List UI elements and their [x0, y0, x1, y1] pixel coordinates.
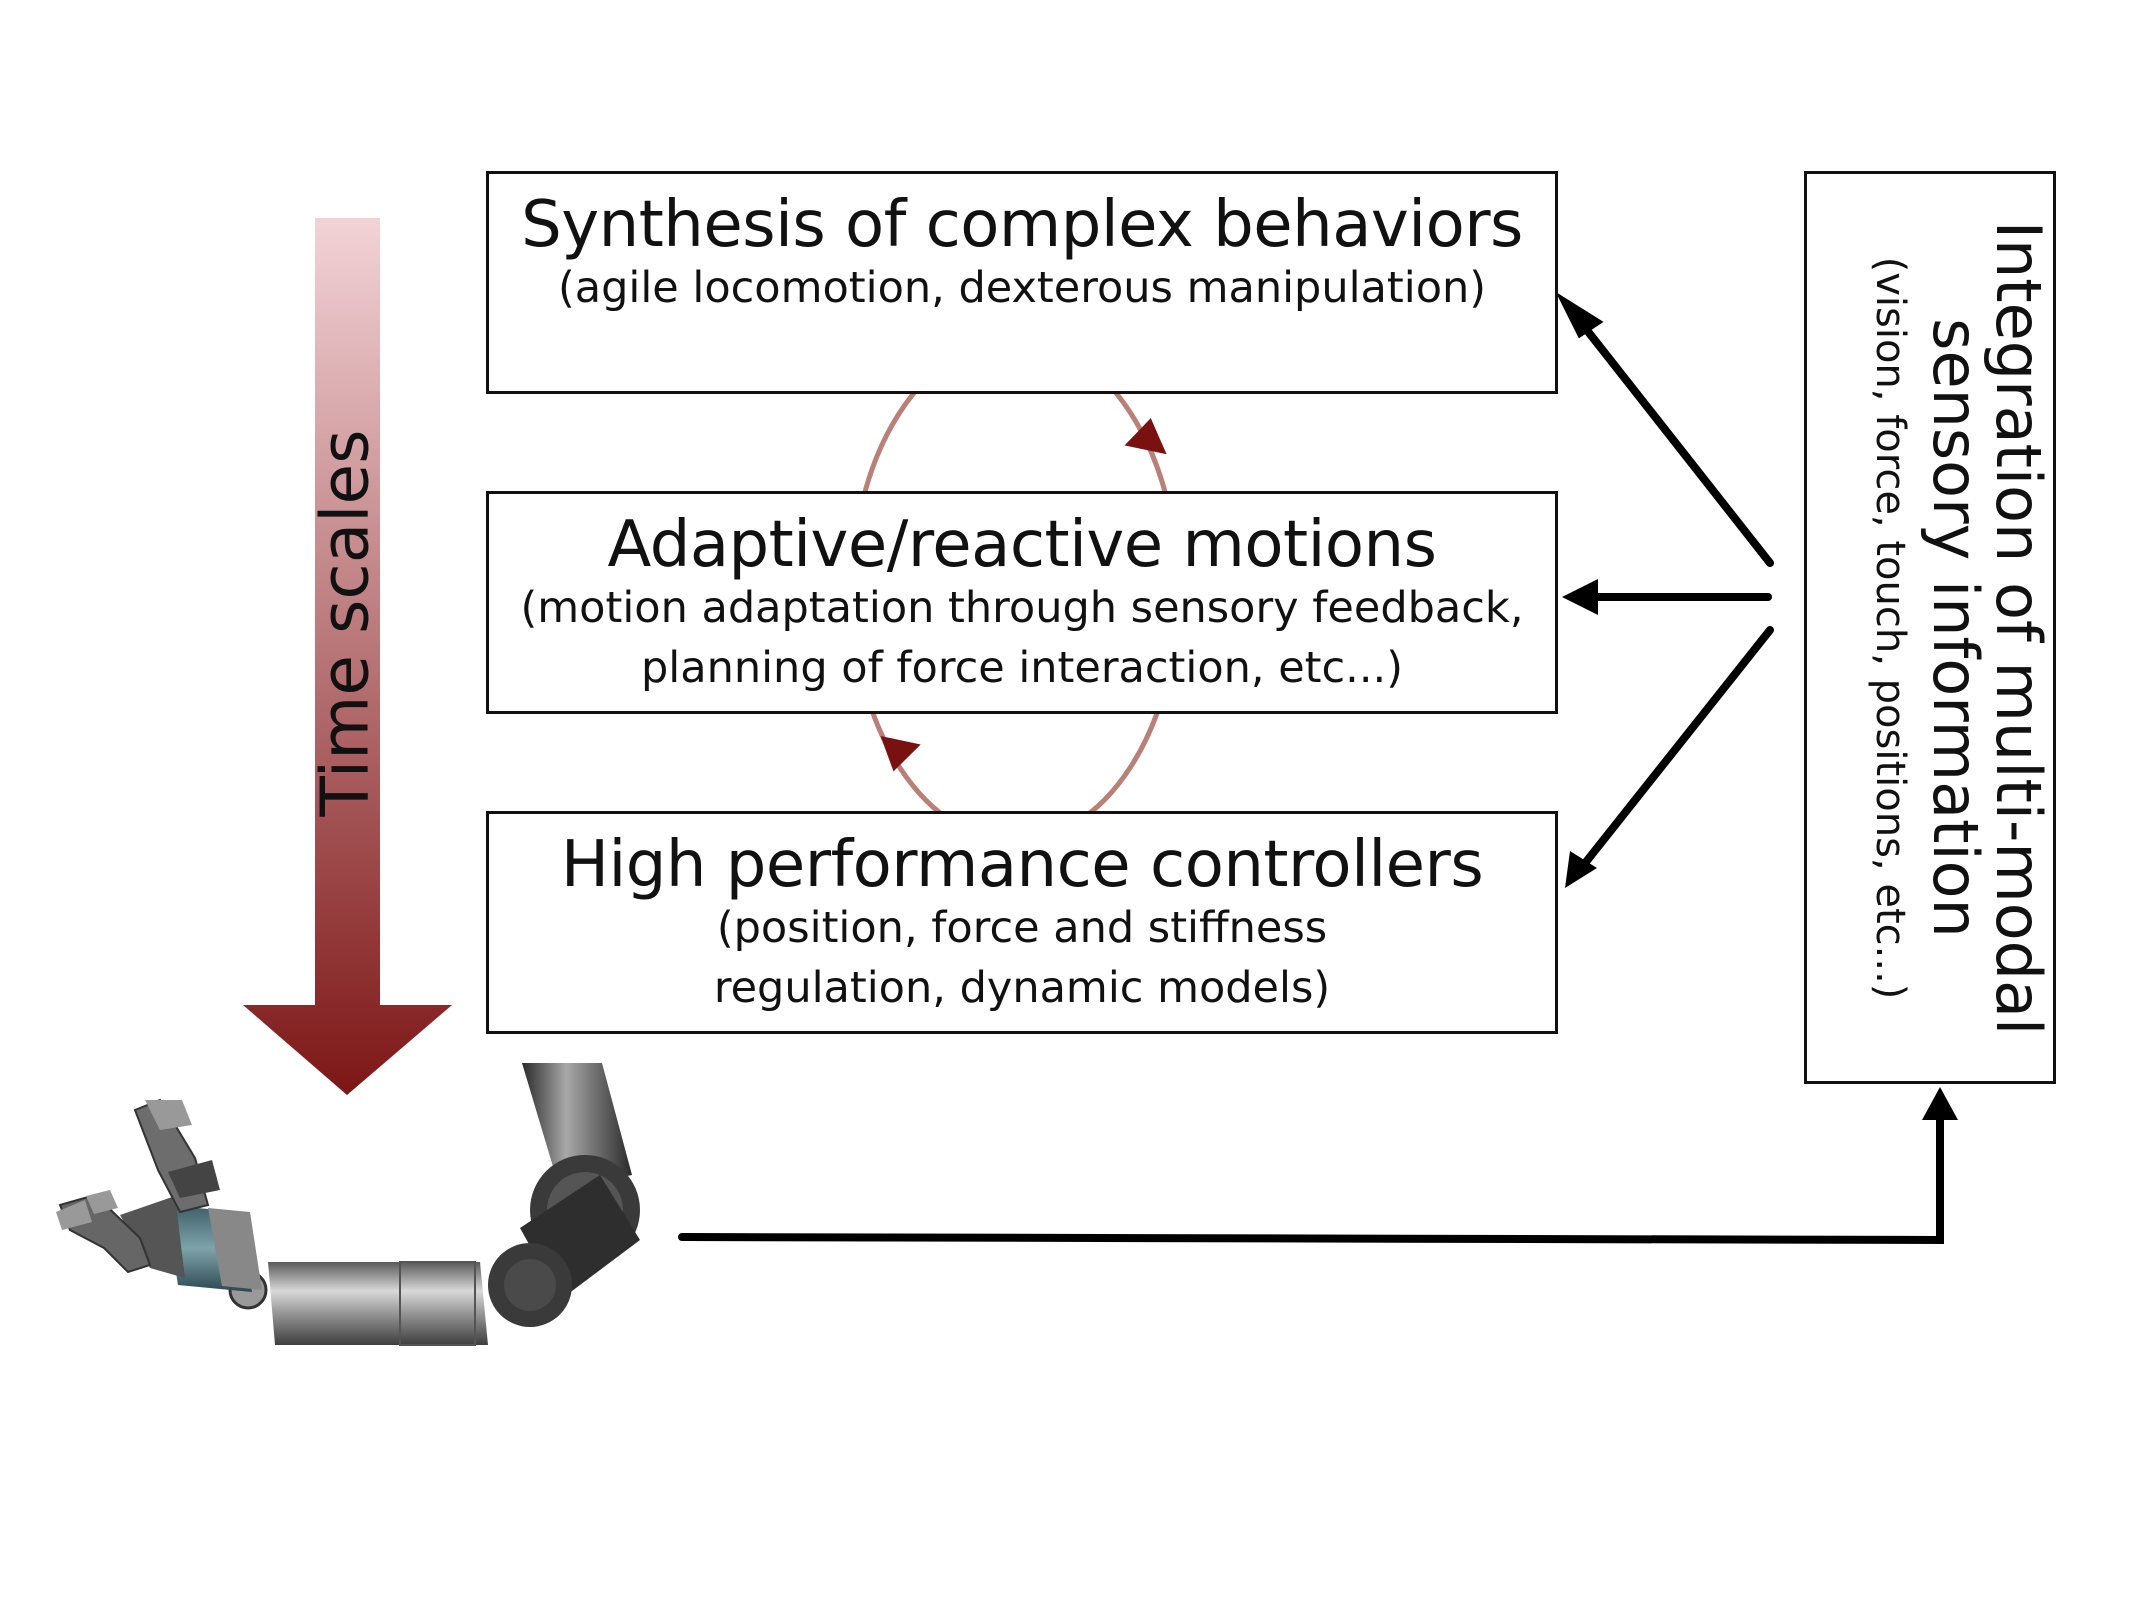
synthesis-box: Synthesis of complex behaviors (agile lo… — [486, 171, 1558, 394]
high-performance-subtitle-line2: regulation, dynamic models) — [713, 962, 1331, 1013]
adaptive-title: Adaptive/reactive motions — [607, 508, 1437, 582]
cycle-arrowhead-down — [880, 735, 921, 772]
synthesis-subtitle: (agile locomotion, dexterous manipulatio… — [557, 263, 1487, 314]
sensory-title-line1: Integration of multi-modal — [1982, 220, 2055, 1035]
sensory-integration-box: Integration of multi-modal sensory infor… — [1804, 171, 2056, 1084]
time-arrow — [243, 218, 452, 1095]
robot-arm-icon — [56, 1063, 640, 1346]
high-performance-subtitle-line1: (position, force and stiffness — [716, 903, 1328, 954]
connector-robot-to-sensory — [678, 1101, 1944, 1245]
high-performance-box: High performance controllers (position, … — [486, 811, 1558, 1034]
sensory-title-line2: sensory information — [1918, 317, 1992, 938]
cycle-arrowhead-up — [1124, 418, 1167, 455]
connector-to-synthesis — [1571, 311, 1774, 567]
adaptive-box: Adaptive/reactive motions (motion adapta… — [486, 491, 1558, 714]
connector-to-high — [1574, 626, 1774, 876]
high-performance-title: High performance controllers — [560, 828, 1484, 902]
adaptive-subtitle-line1: (motion adaptation through sensory feedb… — [520, 583, 1524, 634]
adaptive-subtitle-line2: planning of force interaction, etc...) — [641, 642, 1403, 693]
synthesis-title: Synthesis of complex behaviors — [521, 188, 1523, 262]
sensory-text-group: Integration of multi-modal sensory infor… — [1810, 178, 2055, 1078]
sensory-subtitle: (vision, force, touch, positions, etc...… — [1866, 256, 1913, 999]
sensory-connectors — [678, 291, 1958, 1245]
time-scales-label: Time scales — [306, 429, 384, 817]
